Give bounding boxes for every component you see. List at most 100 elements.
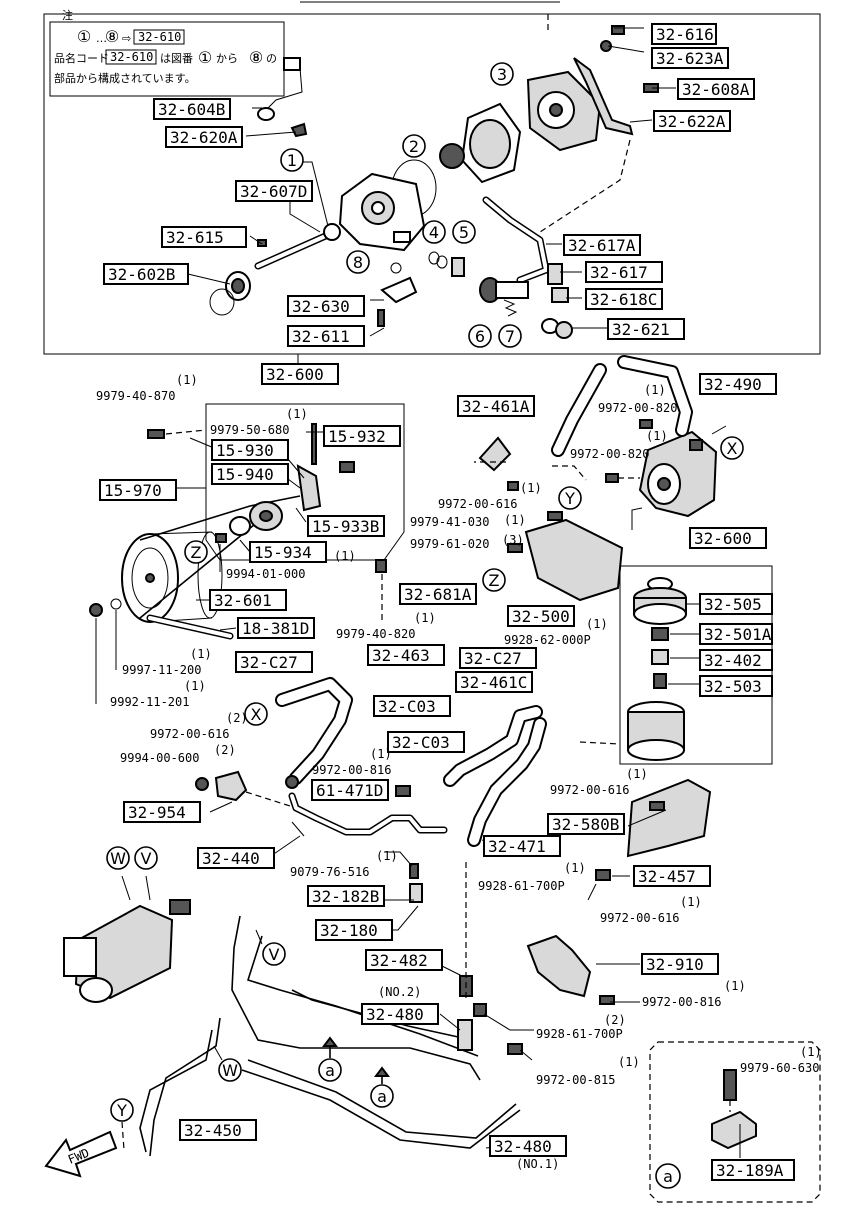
label-32-620A: 32-620A bbox=[170, 128, 238, 147]
qty-9928-62-000P: (1) bbox=[586, 617, 608, 631]
label-32-480-no1: 32-480 bbox=[494, 1137, 552, 1156]
bolt-9979-61-020: 9979-61-020 bbox=[410, 537, 489, 551]
bolt-9972-00-815: 9972-00-815 bbox=[536, 1073, 615, 1087]
label-15-933B: 15-933B bbox=[312, 517, 379, 536]
marker-X-mid: X bbox=[727, 439, 738, 458]
bolt-9979-41-030: 9979-41-030 bbox=[410, 515, 489, 529]
label-15-934: 15-934 bbox=[254, 543, 312, 562]
label-32-611: 32-611 bbox=[292, 327, 350, 346]
callout-3: 3 bbox=[497, 65, 507, 84]
label-61-471D: 61-471D bbox=[316, 781, 383, 800]
label-32-600-mid: 32-600 bbox=[694, 529, 752, 548]
marker-Y-mid: Y bbox=[564, 489, 575, 508]
qty-9972-00-816b: (1) bbox=[724, 979, 746, 993]
note-line3: 部品から構成されています。 bbox=[54, 71, 196, 85]
qty-9994-01-000: (1) bbox=[334, 549, 356, 563]
qty-9928-61-700P-b: (2) bbox=[604, 1013, 626, 1027]
note-sep: … bbox=[96, 32, 107, 45]
label-32-189A: 32-189A bbox=[716, 1161, 784, 1180]
label-32-630: 32-630 bbox=[292, 297, 350, 316]
label-32-461A: 32-461A bbox=[462, 397, 530, 416]
note-code-1: 32-610 bbox=[138, 30, 181, 44]
label-32-681A: 32-681A bbox=[404, 585, 472, 604]
label-32-461C: 32-461C bbox=[460, 673, 527, 692]
marker-a-inset: a bbox=[663, 1167, 673, 1186]
pump-internals-drawing bbox=[187, 14, 676, 339]
qty-9972-00-616a: (1) bbox=[520, 481, 542, 495]
label-15-970: 15-970 bbox=[104, 481, 162, 500]
qty-9972-00-820b: (1) bbox=[646, 429, 668, 443]
callout-5: 5 bbox=[459, 223, 469, 242]
note-to-2: ⑧ bbox=[249, 48, 263, 67]
bolt-9979-60-630: 9979-60-630 bbox=[740, 1061, 819, 1075]
label-32-618C: 32-618C bbox=[590, 290, 657, 309]
label-no1: (NO.1) bbox=[516, 1157, 559, 1171]
qty-9972-00-616c: (1) bbox=[626, 767, 648, 781]
callout-1: 1 bbox=[287, 151, 297, 170]
label-32-910: 32-910 bbox=[646, 955, 704, 974]
bolt-9972-00-816a: 9972-00-816 bbox=[312, 763, 391, 777]
qty-9992-11-201: (1) bbox=[184, 679, 206, 693]
bolt-9994-00-600: 9994-00-600 bbox=[120, 751, 199, 765]
note-no: の bbox=[266, 52, 277, 65]
label-32-601: 32-601 bbox=[214, 591, 272, 610]
qty-9972-00-816a: (1) bbox=[370, 747, 392, 761]
marker-Y-line: Y bbox=[116, 1101, 127, 1120]
label-no2: (NO.2) bbox=[378, 985, 421, 999]
label-32-402: 32-402 bbox=[704, 651, 762, 670]
callout-6: 6 bbox=[475, 327, 485, 346]
label-15-940: 15-940 bbox=[216, 465, 274, 484]
note-arrow: ⇨ bbox=[122, 32, 131, 45]
marker-a-line2: a bbox=[377, 1087, 387, 1106]
bolt-9928-61-700P-b: 9928-61-700P bbox=[536, 1027, 623, 1041]
qty-9979-50-680: (1) bbox=[286, 407, 308, 421]
label-32-600-top: 32-600 bbox=[266, 365, 324, 384]
label-32-617: 32-617 bbox=[590, 263, 648, 282]
marker-V-gear: V bbox=[141, 849, 152, 868]
qty-9979-61-020: (3) bbox=[502, 533, 524, 547]
label-32-617A: 32-617A bbox=[568, 236, 636, 255]
pump-assembly-frame bbox=[43, 13, 821, 355]
callout-8: 8 bbox=[353, 253, 363, 272]
label-32-954: 32-954 bbox=[128, 803, 186, 822]
qty-9972-00-820a: (1) bbox=[644, 383, 666, 397]
fwd-arrow: FWD bbox=[44, 1130, 118, 1178]
label-32-C27-right: 32-C27 bbox=[464, 649, 522, 668]
label-32-490: 32-490 bbox=[704, 375, 762, 394]
label-32-450: 32-450 bbox=[184, 1121, 242, 1140]
bolt-9979-50-680: 9979-50-680 bbox=[210, 423, 289, 437]
label-32-182B: 32-182B bbox=[312, 887, 379, 906]
note-box: 注 ① … ⑧ ⇨ 32-610 品名コード 32-610 は図番 ① から ⑧… bbox=[44, 8, 285, 97]
lower-labels: 32-C27 32-463 32-C27 32-461C 32-C03 32-C… bbox=[123, 644, 795, 1181]
note-prefix: 品名コード bbox=[54, 51, 109, 65]
callout-4: 4 bbox=[429, 223, 439, 242]
qty-9972-00-616b: (2) bbox=[226, 711, 248, 725]
qty-9928-61-700P-a: (1) bbox=[564, 861, 586, 875]
pump-mid-drawing bbox=[474, 355, 727, 602]
note-code-2: 32-610 bbox=[110, 50, 153, 64]
label-32-500: 32-500 bbox=[512, 607, 570, 626]
marker-V-line: V bbox=[269, 945, 280, 964]
mid-markers: X Y Z Z bbox=[184, 436, 744, 592]
note-from: ① bbox=[77, 27, 91, 46]
label-32-440: 32-440 bbox=[202, 849, 260, 868]
qty-9979-40-820: (1) bbox=[414, 611, 436, 625]
top-labels: 32-616 32-623A 32-608A 32-622A 32-604B 3… bbox=[103, 23, 755, 347]
bolt-9997-11-200: 9997-11-200 bbox=[122, 663, 201, 677]
label-32-580B: 32-580B bbox=[552, 815, 619, 834]
inset-a-frame: a bbox=[649, 1041, 821, 1203]
label-32-616: 32-616 bbox=[656, 25, 714, 44]
label-32-482: 32-482 bbox=[370, 951, 428, 970]
label-32-615: 32-615 bbox=[166, 228, 224, 247]
bolt-9994-01-000: 9994-01-000 bbox=[226, 567, 305, 581]
marker-a-line1: a bbox=[325, 1061, 335, 1080]
mid-bolt-numbers: (1) 9979-40-870 (1) 9979-50-680 (1) 9972… bbox=[96, 373, 677, 709]
bolt-9928-62-000P: 9928-62-000P bbox=[504, 633, 591, 647]
label-32-C27-left: 32-C27 bbox=[240, 653, 298, 672]
label-32-C03-top: 32-C03 bbox=[378, 697, 436, 716]
note-to: ⑧ bbox=[105, 27, 119, 46]
qty-9994-00-600: (2) bbox=[214, 743, 236, 757]
qty-9979-40-870: (1) bbox=[176, 373, 198, 387]
qty-9079-76-516: (1) bbox=[376, 849, 398, 863]
label-32-607D: 32-607D bbox=[240, 182, 307, 201]
